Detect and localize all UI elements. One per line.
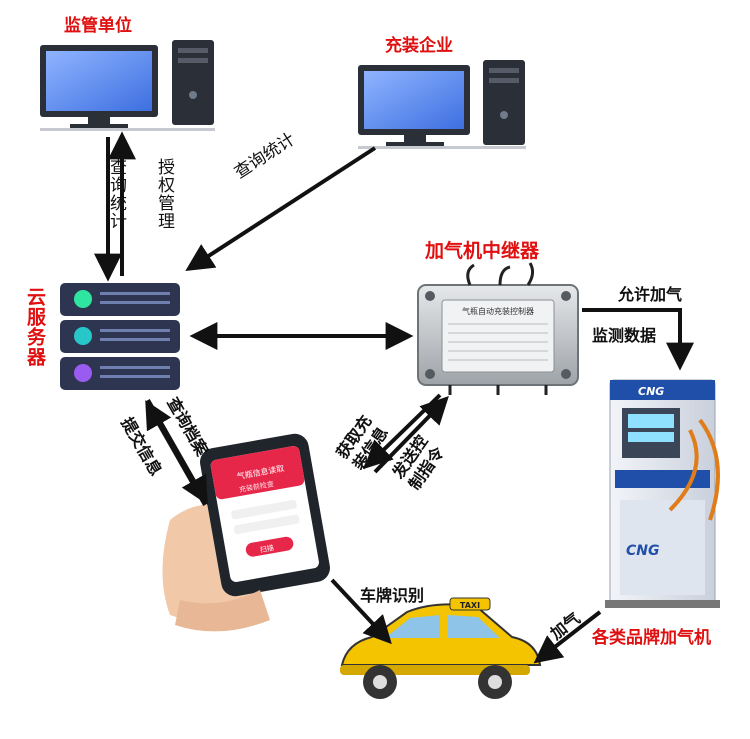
label-filling-company: 充装企业 [385,36,453,56]
arrow-query-stats-company [185,146,377,272]
label-allow-fill: 允许加气 [618,285,683,304]
supervisor-computer [40,40,215,131]
arrow-refuel [533,610,602,664]
gas-dispenser: CNG CNG [605,379,720,608]
arrow-submit-info [145,400,207,506]
label-query-stats-supervisor: 查询统计 [106,158,126,230]
taxi: TAXI [340,597,542,699]
taxi-sign: TAXI [460,601,480,610]
label-supervisor: 监管单位 [64,16,132,36]
dispenser-brand-bottom: CNG [626,543,659,559]
label-plate-recognition: 车牌识别 [360,586,425,605]
relay-device: 气瓶自动充装控制器 [417,262,579,395]
filling-company-computer [358,60,526,149]
connection-arrows [94,131,694,664]
label-relay: 加气机中继器 [425,240,540,262]
label-dispensers: 各类品牌加气机 [592,628,711,648]
dispenser-brand-top: CNG [638,385,664,398]
relay-plate-text: 气瓶自动充装控制器 [462,306,534,316]
label-cloud-server: 云服务器 [23,287,46,367]
arrow-plate-recognition [330,578,392,645]
phone-button: 扫描 [259,543,274,554]
handheld-terminal: 气瓶信息读取 充装前检查 扫描 [162,433,330,632]
label-monitor-data: 监测数据 [592,326,657,345]
label-authorize-manage: 授权管理 [154,158,174,230]
arrow-send-control [373,395,449,474]
cloud-server-stack [60,283,180,390]
arrow-relay-dispenser [582,308,694,371]
